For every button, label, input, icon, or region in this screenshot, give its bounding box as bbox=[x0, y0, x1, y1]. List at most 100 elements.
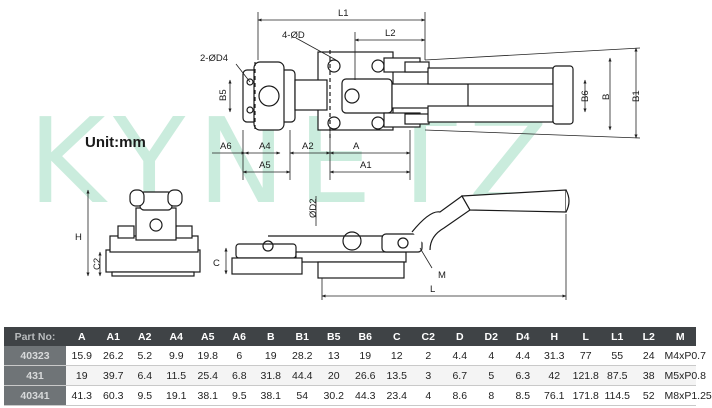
table-cell: 5.2 bbox=[129, 346, 161, 366]
dim-a4-label: A4 bbox=[259, 141, 271, 152]
table-cell: 11.5 bbox=[160, 365, 192, 386]
table-cell: 4 bbox=[412, 385, 444, 406]
table-cell: 31.3 bbox=[538, 346, 570, 366]
dim-a1-label: A1 bbox=[360, 160, 372, 171]
table-cell: 4 bbox=[475, 346, 507, 366]
table-cell: 19 bbox=[349, 346, 381, 366]
table-cell: 121.8 bbox=[570, 365, 602, 386]
table-cell: 31.8 bbox=[255, 365, 287, 386]
table-cell: 19 bbox=[66, 365, 98, 386]
table-cell: 6.3 bbox=[507, 365, 539, 386]
table-cell: 4.4 bbox=[444, 346, 476, 366]
table-cell: 42 bbox=[538, 365, 570, 386]
dim-b1-label: B1 bbox=[631, 90, 642, 102]
col-header: L bbox=[570, 327, 602, 346]
table-cell: 38.1 bbox=[255, 385, 287, 406]
col-header: B6 bbox=[349, 327, 381, 346]
table-cell: 30.2 bbox=[318, 385, 350, 406]
col-header: A1 bbox=[97, 327, 129, 346]
dim-a6-label: A6 bbox=[220, 141, 232, 152]
spec-table: Part No: A A1 A2 A4 A5 A6 B B1 B5 B6 C C… bbox=[4, 327, 712, 406]
col-header: C bbox=[381, 327, 413, 346]
col-header: B1 bbox=[286, 327, 318, 346]
col-header: D bbox=[444, 327, 476, 346]
dim-a-label: A bbox=[353, 141, 360, 152]
table-cell: 19.8 bbox=[192, 346, 224, 366]
table-cell: 38 bbox=[633, 365, 665, 386]
table-cell: 52 bbox=[633, 385, 665, 406]
table-cell: M5xP0.8 bbox=[664, 365, 706, 386]
part-number-cell: 431 bbox=[4, 365, 66, 386]
col-header-part-no: Part No: bbox=[4, 327, 66, 346]
table-cell: 77 bbox=[570, 346, 602, 366]
table-cell: 87.5 bbox=[601, 365, 633, 386]
col-header: L1 bbox=[601, 327, 633, 346]
col-header: L2 bbox=[633, 327, 665, 346]
table-row: 40341 41.3 60.3 9.5 19.1 38.1 9.5 38.1 5… bbox=[4, 385, 712, 406]
table-cell: 171.8 bbox=[570, 385, 602, 406]
table-cell: 2 bbox=[412, 346, 444, 366]
dim-d2-label: ØD2 bbox=[308, 198, 319, 218]
part-number-cell: 40341 bbox=[4, 385, 66, 406]
table-cell: 39.7 bbox=[97, 365, 129, 386]
unit-label: Unit:mm bbox=[85, 134, 146, 151]
dim-l-label: L bbox=[430, 284, 435, 295]
col-header: B bbox=[255, 327, 287, 346]
table-cell: M8xP1.25 bbox=[664, 385, 712, 406]
table-cell: 4.4 bbox=[507, 346, 539, 366]
col-header: A6 bbox=[223, 327, 255, 346]
dim-l2-label: L2 bbox=[385, 28, 396, 39]
col-header: A4 bbox=[160, 327, 192, 346]
table-cell: 76.1 bbox=[538, 385, 570, 406]
dim-h-label: H bbox=[75, 232, 82, 243]
table-row: 431 19 39.7 6.4 11.5 25.4 6.8 31.8 44.4 … bbox=[4, 365, 706, 386]
dim-4d-label: 4-ØD bbox=[282, 30, 305, 41]
dim-c-label: C bbox=[213, 258, 220, 269]
col-header: B5 bbox=[318, 327, 350, 346]
table-cell: 8.6 bbox=[444, 385, 476, 406]
dim-l1-label: L1 bbox=[338, 8, 349, 19]
table-cell: 19.1 bbox=[160, 385, 192, 406]
table-cell: 5 bbox=[475, 365, 507, 386]
dim-2d4-label: 2-ØD4 bbox=[200, 53, 228, 64]
table-cell: 25.4 bbox=[192, 365, 224, 386]
table-cell: 26.6 bbox=[349, 365, 381, 386]
col-header: A5 bbox=[192, 327, 224, 346]
dim-m-label: M bbox=[438, 270, 446, 281]
dim-b5-label: B5 bbox=[218, 89, 229, 101]
table-cell: 6.8 bbox=[223, 365, 255, 386]
table-cell: 3 bbox=[412, 365, 444, 386]
table-row: 40323 15.9 26.2 5.2 9.9 19.8 6 19 28.2 1… bbox=[4, 346, 706, 366]
top-view bbox=[242, 50, 574, 140]
table-cell: 38.1 bbox=[192, 385, 224, 406]
table-cell: 6.7 bbox=[444, 365, 476, 386]
table-cell: M4xP0.7 bbox=[664, 346, 706, 366]
table-cell: 44.4 bbox=[286, 365, 318, 386]
table-cell: 44.3 bbox=[349, 385, 381, 406]
table-cell: 55 bbox=[601, 346, 633, 366]
side-view bbox=[231, 189, 570, 279]
table-cell: 28.2 bbox=[286, 346, 318, 366]
table-cell: 24 bbox=[633, 346, 665, 366]
table-cell: 13 bbox=[318, 346, 350, 366]
table-cell: 26.2 bbox=[97, 346, 129, 366]
dim-a2-label: A2 bbox=[302, 141, 314, 152]
table-cell: 12 bbox=[381, 346, 413, 366]
col-header: A2 bbox=[129, 327, 161, 346]
table-cell: 54 bbox=[286, 385, 318, 406]
part-number-cell: 40323 bbox=[4, 346, 66, 366]
table-cell: 8.5 bbox=[507, 385, 539, 406]
col-header: M bbox=[664, 327, 696, 346]
table-cell: 114.5 bbox=[601, 385, 633, 406]
front-view bbox=[105, 189, 201, 277]
dim-b6-label: B6 bbox=[580, 90, 591, 102]
dim-a5-label: A5 bbox=[259, 160, 271, 171]
table-cell: 60.3 bbox=[97, 385, 129, 406]
table-cell: 41.3 bbox=[66, 385, 98, 406]
table-cell: 6.4 bbox=[129, 365, 161, 386]
col-header: H bbox=[538, 327, 570, 346]
table-cell: 9.5 bbox=[223, 385, 255, 406]
col-header: A bbox=[66, 327, 98, 346]
table-cell: 8 bbox=[475, 385, 507, 406]
table-cell: 23.4 bbox=[381, 385, 413, 406]
